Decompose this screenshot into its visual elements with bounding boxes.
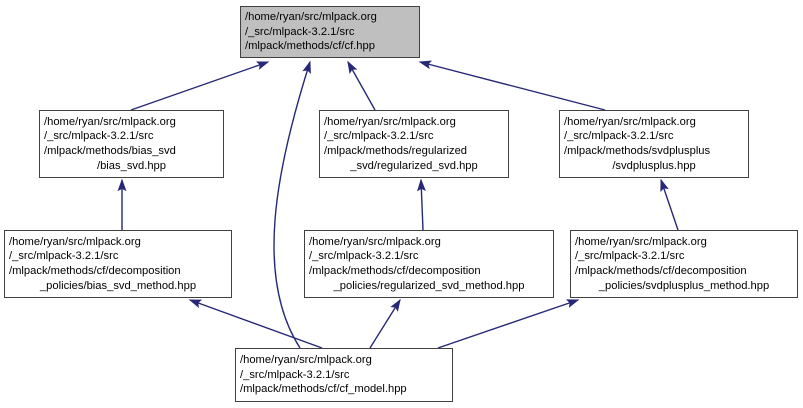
- graph-node-cf_hpp[interactable]: /home/ryan/src/mlpack.org/_src/mlpack-3.…: [240, 6, 420, 58]
- graph-node-cf_model_hpp[interactable]: /home/ryan/src/mlpack.org/_src/mlpack-3.…: [235, 348, 453, 402]
- node-label-line: /home/ryan/src/mlpack.org: [324, 115, 456, 128]
- node-label-line: /mlpack/methods/cf/cf_model.hpp: [240, 383, 407, 396]
- node-label-line: /mlpack/methods/bias_svd: [44, 145, 176, 157]
- graph-node-regularized_svd_hpp[interactable]: /home/ryan/src/mlpack.org /_src/mlpack-3.…: [319, 110, 509, 178]
- node-label-line: /mlpack/methods/cf/decomposition: [9, 265, 181, 277]
- node-label-line: _policies/regularized_svd_method.hpp: [333, 279, 525, 292]
- node-label-line: /mlpack/methods/regularized: [324, 145, 468, 157]
- node-label-line: /_src/mlpack-3.2.1/src: [575, 250, 685, 263]
- edge-group: [117, 60, 679, 349]
- node-label-line: _policies/svdplusplus_method.hpp: [598, 279, 770, 292]
- node-label-line: _policies/bias_svd_method.hpp: [39, 279, 197, 292]
- node-label-line: /_src/mlpack-3.2.1/src: [240, 368, 350, 381]
- graph-edge-regularized_svd_hpp-to-cf_hpp: [347, 60, 376, 111]
- node-label-line: /home/ryan/src/mlpack.org: [240, 354, 372, 367]
- node-label-line: /mlpack/methods/cf/cf.hpp: [245, 40, 375, 53]
- node-label-line: /svdplusplus.hpp: [612, 159, 696, 172]
- node-label-line: /home/ryan/src/mlpack.org: [564, 115, 696, 128]
- node-label-line: /_src/mlpack-3.2.1/src: [324, 130, 434, 143]
- node-label-line: /_src/mlpack-3.2.1/src: [44, 130, 154, 143]
- node-label-line: /home/ryan/src/mlpack.org: [575, 235, 707, 248]
- node-label-line: /home/ryan/src/mlpack.org: [309, 235, 441, 248]
- graph-edge-cf_model_hpp-to-svdplusplus_method_hpp: [437, 299, 580, 349]
- node-label-line: /_src/mlpack-3.2.1/src: [9, 250, 119, 263]
- graph-node-bias_svd_method_hpp[interactable]: /home/ryan/src/mlpack.org /_src/mlpack-3.…: [4, 230, 232, 298]
- graph-edge-cf_model_hpp-to-cf_hpp: [273, 60, 311, 349]
- graph-edge-svdplusplus_method_hpp-to-svdplusplus_hpp: [660, 178, 679, 231]
- node-label-line: /_src/mlpack-3.2.1/src: [564, 130, 674, 143]
- graph-node-svdplusplus_hpp[interactable]: /home/ryan/src/mlpack.org /_src/mlpack-3.…: [559, 110, 749, 178]
- graph-edge-svdplusplus_hpp-to-cf_hpp: [418, 60, 606, 111]
- graph-edge-cf_model_hpp-to-regularized_svd_method_hpp: [369, 298, 401, 349]
- node-label-line: /mlpack/methods/svdplusplus: [564, 145, 711, 157]
- graph-node-regularized_svd_method_hpp[interactable]: /home/ryan/src/mlpack.org /_src/mlpack-3.…: [304, 230, 554, 298]
- graph-edge-regularized_svd_method_hpp-to-regularized_svd_hpp: [416, 178, 426, 231]
- node-label-line: /_src/mlpack-3.2.1/src: [245, 25, 355, 38]
- graph-edge-cf_model_hpp-to-bias_svd_method_hpp: [188, 299, 323, 349]
- graph-node-svdplusplus_method_hpp[interactable]: /home/ryan/src/mlpack.org /_src/mlpack-3.…: [570, 230, 798, 298]
- node-label-line: /bias_svd.hpp: [96, 159, 167, 172]
- node-label-line: /mlpack/methods/cf/decomposition: [575, 265, 747, 277]
- graph-edge-bias_svd_hpp-to-cf_hpp: [130, 61, 270, 111]
- node-label-line: /home/ryan/src/mlpack.org: [44, 115, 176, 128]
- node-label-line: /home/ryan/src/mlpack.org: [245, 11, 377, 24]
- graph-node-bias_svd_hpp[interactable]: /home/ryan/src/mlpack.org /_src/mlpack-3.…: [39, 110, 224, 178]
- node-label-line: /mlpack/methods/cf/decomposition: [309, 265, 481, 277]
- node-label-line: _svd/regularized_svd.hpp: [350, 159, 478, 172]
- node-label-line: /home/ryan/src/mlpack.org: [9, 235, 141, 248]
- node-label-line: /_src/mlpack-3.2.1/src: [309, 250, 419, 263]
